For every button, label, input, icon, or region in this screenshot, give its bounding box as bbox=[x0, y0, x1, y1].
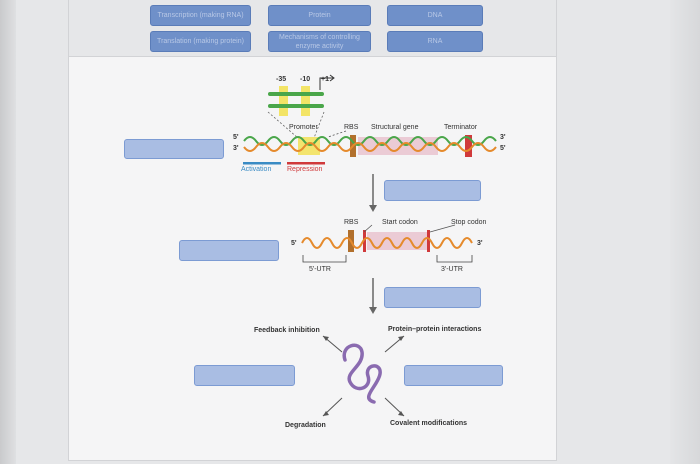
activation-label: Activation bbox=[241, 166, 272, 173]
drop-target-rna[interactable] bbox=[179, 240, 279, 261]
dna-3prime-right-label: 3' bbox=[500, 134, 506, 141]
dna-5prime-right-label: 5' bbox=[500, 145, 506, 152]
mrna-strand bbox=[301, 237, 473, 249]
rbs-label: RBS bbox=[344, 124, 359, 131]
drop-target-mechanisms[interactable] bbox=[404, 365, 503, 386]
promoter-strand-top bbox=[268, 92, 324, 96]
drop-target-translation[interactable] bbox=[384, 287, 481, 308]
degradation-label: Degradation bbox=[285, 422, 326, 429]
diagram-panel bbox=[68, 56, 557, 461]
minus35-label: -35 bbox=[276, 76, 287, 83]
mrna-3prime-label: 3' bbox=[477, 240, 483, 247]
minus35-box bbox=[279, 86, 288, 116]
drop-target-transcription[interactable] bbox=[384, 180, 481, 201]
utr5-label: 5'-UTR bbox=[309, 266, 331, 273]
dna-strand-orange bbox=[243, 142, 497, 152]
panel-top-edge bbox=[68, 0, 557, 56]
stop-codon-marker bbox=[427, 230, 430, 252]
covalent-modifications-label: Covalent modifications bbox=[390, 420, 468, 427]
plus1-label: +1 bbox=[321, 76, 329, 83]
dna-5prime-label: 5' bbox=[233, 134, 239, 141]
dna-strand-green bbox=[243, 136, 497, 146]
terminator-marker bbox=[465, 135, 472, 157]
activation-bar bbox=[243, 162, 281, 165]
minus10-box bbox=[301, 86, 310, 116]
minus10-label: -10 bbox=[300, 76, 311, 83]
promoter-strand-bottom bbox=[268, 104, 324, 108]
chip-dna[interactable]: DNA bbox=[387, 5, 483, 26]
drop-target-dna[interactable] bbox=[124, 139, 224, 159]
coding-region bbox=[367, 232, 427, 250]
protein-icon bbox=[342, 343, 382, 404]
repression-bar bbox=[287, 162, 325, 165]
chip-translation[interactable]: Translation (making protein) bbox=[150, 31, 251, 52]
terminator-label: Terminator bbox=[444, 124, 478, 131]
arrow-down-icon bbox=[369, 307, 377, 314]
start-codon-marker bbox=[363, 230, 366, 252]
structural-gene-label: Structural gene bbox=[371, 124, 419, 131]
feedback-inhibition-label: Feedback inhibition bbox=[254, 327, 320, 334]
tss-arrow-icon bbox=[319, 77, 333, 90]
drop-target-protein[interactable] bbox=[194, 365, 295, 386]
mrna-5prime-label: 5' bbox=[291, 240, 297, 247]
stop-codon-label: Stop codon bbox=[451, 219, 487, 226]
utr3-label: 3'-UTR bbox=[441, 266, 463, 273]
left-bezel bbox=[0, 0, 16, 464]
promoter-label: Promoter bbox=[289, 124, 318, 131]
utr5-bracket bbox=[302, 255, 347, 263]
chip-transcription[interactable]: Transcription (making RNA) bbox=[150, 5, 251, 26]
dna-3prime-label: 3' bbox=[233, 145, 239, 152]
chip-protein[interactable]: Protein bbox=[268, 5, 371, 26]
right-bezel bbox=[670, 0, 700, 464]
chip-mechanisms[interactable]: Mechanisms of controlling enzyme activit… bbox=[268, 31, 371, 52]
arrow-down-icon bbox=[369, 205, 377, 212]
chip-rna[interactable]: RNA bbox=[387, 31, 483, 52]
ppi-label: Protein–protein interactions bbox=[388, 326, 482, 333]
repression-label: Repression bbox=[287, 166, 323, 173]
utr3-bracket bbox=[436, 255, 473, 263]
mrna-rbs-label: RBS bbox=[344, 219, 359, 226]
start-codon-label: Start codon bbox=[382, 219, 418, 226]
